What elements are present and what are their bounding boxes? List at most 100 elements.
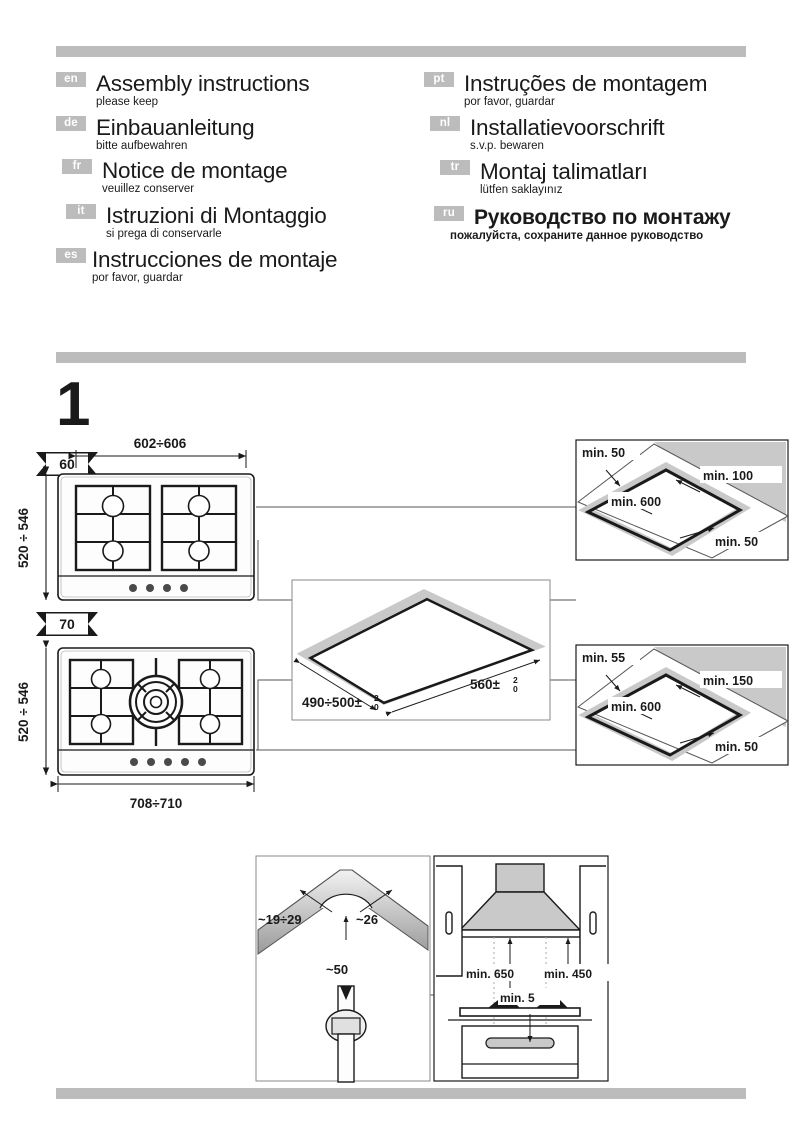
hob-60-control-knobs	[129, 584, 188, 592]
hob-60-width-dimension: 602÷606	[68, 436, 247, 468]
hood-clearance-panel: min. 650 min. 450 min. 5	[433, 855, 618, 1082]
language-subtitle-it: si prega di conservarle	[106, 228, 222, 240]
hob-60-badge-label: 60	[59, 456, 75, 472]
hob-60-depth-label: 520 ÷ 546	[16, 508, 31, 568]
language-tag-it: it	[66, 204, 96, 219]
clearance-70-front-label: min. 50	[715, 740, 758, 754]
burner-60-3	[187, 494, 211, 518]
gas-offset-label: ~26	[356, 912, 378, 927]
burner-70-3	[199, 668, 221, 690]
language-text-pt: Instruções de montagem por favor, guarda…	[464, 72, 707, 109]
language-subtitle-ru: пожалуйста, сохраните данное руководство	[450, 230, 704, 242]
clearance-70-rear-label: min. 150	[703, 674, 753, 688]
hob-70-width-dimension: 708÷710	[50, 776, 255, 811]
cutout-width-dimension: 560± 2 0	[385, 659, 541, 717]
language-title-es: Instrucciones de montaje	[92, 247, 338, 272]
gas-range-label: ~19÷29	[258, 912, 302, 927]
language-subtitle-es: por favor, guardar	[92, 272, 183, 284]
language-text-ru: Руководство по монтажу пожалуйста, сохра…	[450, 206, 731, 243]
worktop-cutout-panel: 490÷500± 2 0 560± 2 0	[291, 579, 551, 721]
hob-70-depth-dimension: 520 ÷ 546	[16, 640, 50, 775]
burner-70-1	[90, 668, 112, 690]
language-subtitle-nl: s.v.p. bewaren	[470, 140, 544, 152]
burner-60-2	[102, 540, 124, 562]
cutout-width-tol-lower: 0	[513, 684, 518, 694]
clearance-70-left-label: min. 55	[582, 651, 625, 665]
language-subtitle-tr: lütfen saklayınız	[480, 184, 563, 196]
burner-70-wok-centre	[128, 658, 184, 746]
hood-gas-label: min. 450	[544, 967, 592, 981]
language-entry-tr: tr Montaj talimatları lütfen saklayınız	[424, 160, 796, 197]
burner-70-2	[90, 713, 112, 735]
hob-70-badge-label: 70	[59, 616, 75, 632]
language-column-right: pt Instruções de montagem por favor, gua…	[424, 72, 796, 245]
cutout-width-label: 560±	[470, 677, 501, 692]
installation-diagram: 60 602÷606 520 ÷ 546	[0, 430, 802, 1090]
language-tag-ru: ru	[434, 206, 464, 221]
language-entry-pt: pt Instruções de montagem por favor, gua…	[424, 72, 796, 109]
hood-electric-label: min. 650	[466, 967, 514, 981]
language-title-nl: Installatievoorschrift	[470, 115, 665, 140]
language-title-tr: Montaj talimatları	[480, 159, 648, 184]
language-text-de: Einbauanleitung bitte aufbewahren	[96, 116, 255, 153]
language-text-es: Instrucciones de montaje por favor, guar…	[92, 247, 338, 285]
burner-60-1	[101, 494, 125, 518]
panel-connector-lines	[256, 506, 576, 996]
hob-60-drawing: 60 602÷606 520 ÷ 546	[16, 436, 255, 601]
language-column-left: en Assembly instructions please keep de …	[56, 72, 426, 287]
middle-divider-rule	[56, 352, 746, 363]
clearance-70-above-label: min. 600	[611, 700, 661, 714]
language-entry-fr: fr Notice de montage veuillez conserver	[56, 159, 426, 196]
language-entry-de: de Einbauanleitung bitte aufbewahren	[56, 116, 426, 153]
language-title-en: Assembly instructions	[96, 71, 310, 96]
clearance-60-rear-label: min. 100	[703, 469, 753, 483]
language-subtitle-de: bitte aufbewahren	[96, 140, 188, 152]
cutout-depth-tol-lower: 0	[374, 702, 379, 712]
bottom-divider-rule	[56, 1088, 746, 1099]
language-text-nl: Installatievoorschrift s.v.p. bewaren	[470, 115, 665, 153]
gas-drop-label: ~50	[326, 962, 348, 977]
language-title-it: Istruzioni di Montaggio	[106, 203, 327, 228]
hob-70-badge: 70	[36, 612, 98, 636]
clearance-panel-70: min. 55 min. 150 min. 600 min. 50	[575, 644, 790, 766]
language-header-block: en Assembly instructions please keep de …	[0, 72, 802, 340]
hob-60-depth-dimension: 520 ÷ 546	[16, 466, 50, 600]
language-subtitle-fr: veuillez conserver	[102, 183, 195, 195]
language-text-fr: Notice de montage veuillez conserver	[102, 158, 288, 196]
clearance-60-front-label: min. 50	[715, 535, 758, 549]
language-tag-fr: fr	[62, 159, 92, 174]
clearance-panel-60: min. 50 min. 100 min. 600 min. 50	[575, 439, 790, 561]
hood-panel-hob	[448, 1000, 592, 1079]
language-tag-en: en	[56, 72, 86, 87]
language-title-ru: Руководство по монтажу	[474, 206, 731, 229]
clearance-60-above-label: min. 600	[611, 495, 661, 509]
language-entry-nl: nl Installatievoorschrift s.v.p. bewaren	[424, 116, 796, 153]
hob-70-depth-label: 520 ÷ 546	[16, 682, 31, 742]
burner-70-4	[199, 713, 221, 735]
language-tag-es: es	[56, 248, 86, 263]
language-subtitle-pt: por favor, guardar	[464, 96, 555, 108]
language-title-fr: Notice de montage	[102, 158, 288, 183]
hood-base-label: min. 5	[500, 991, 535, 1005]
language-tag-de: de	[56, 116, 86, 131]
language-entry-en: en Assembly instructions please keep	[56, 72, 426, 109]
hob-70-drawing: 70 520 ÷ 546	[16, 612, 255, 811]
gas-connection-panel: ~19÷29 ~26 ~50	[255, 855, 431, 1083]
language-entry-ru: ru Руководство по монтажу пожалуйста, со…	[424, 206, 796, 243]
language-tag-tr: tr	[440, 160, 470, 175]
language-text-it: Istruzioni di Montaggio si prega di cons…	[106, 204, 327, 241]
language-subtitle-en: please keep	[96, 96, 159, 108]
language-text-en: Assembly instructions please keep	[96, 71, 310, 109]
language-entry-es: es Instrucciones de montaje por favor, g…	[56, 248, 426, 285]
language-tag-pt: pt	[424, 72, 454, 87]
gas-pipe	[325, 985, 367, 1083]
top-divider-rule	[56, 46, 746, 57]
cutout-depth-tol-upper: 2	[374, 693, 379, 703]
language-title-pt: Instruções de montagem	[464, 71, 708, 96]
hob-70-width-label: 708÷710	[130, 796, 182, 811]
hob-70-control-knobs	[130, 758, 206, 766]
cutout-width-tol-upper: 2	[513, 675, 518, 685]
language-text-tr: Montaj talimatları lütfen saklayınız	[480, 160, 648, 197]
hob-60-width-label: 602÷606	[134, 436, 187, 451]
